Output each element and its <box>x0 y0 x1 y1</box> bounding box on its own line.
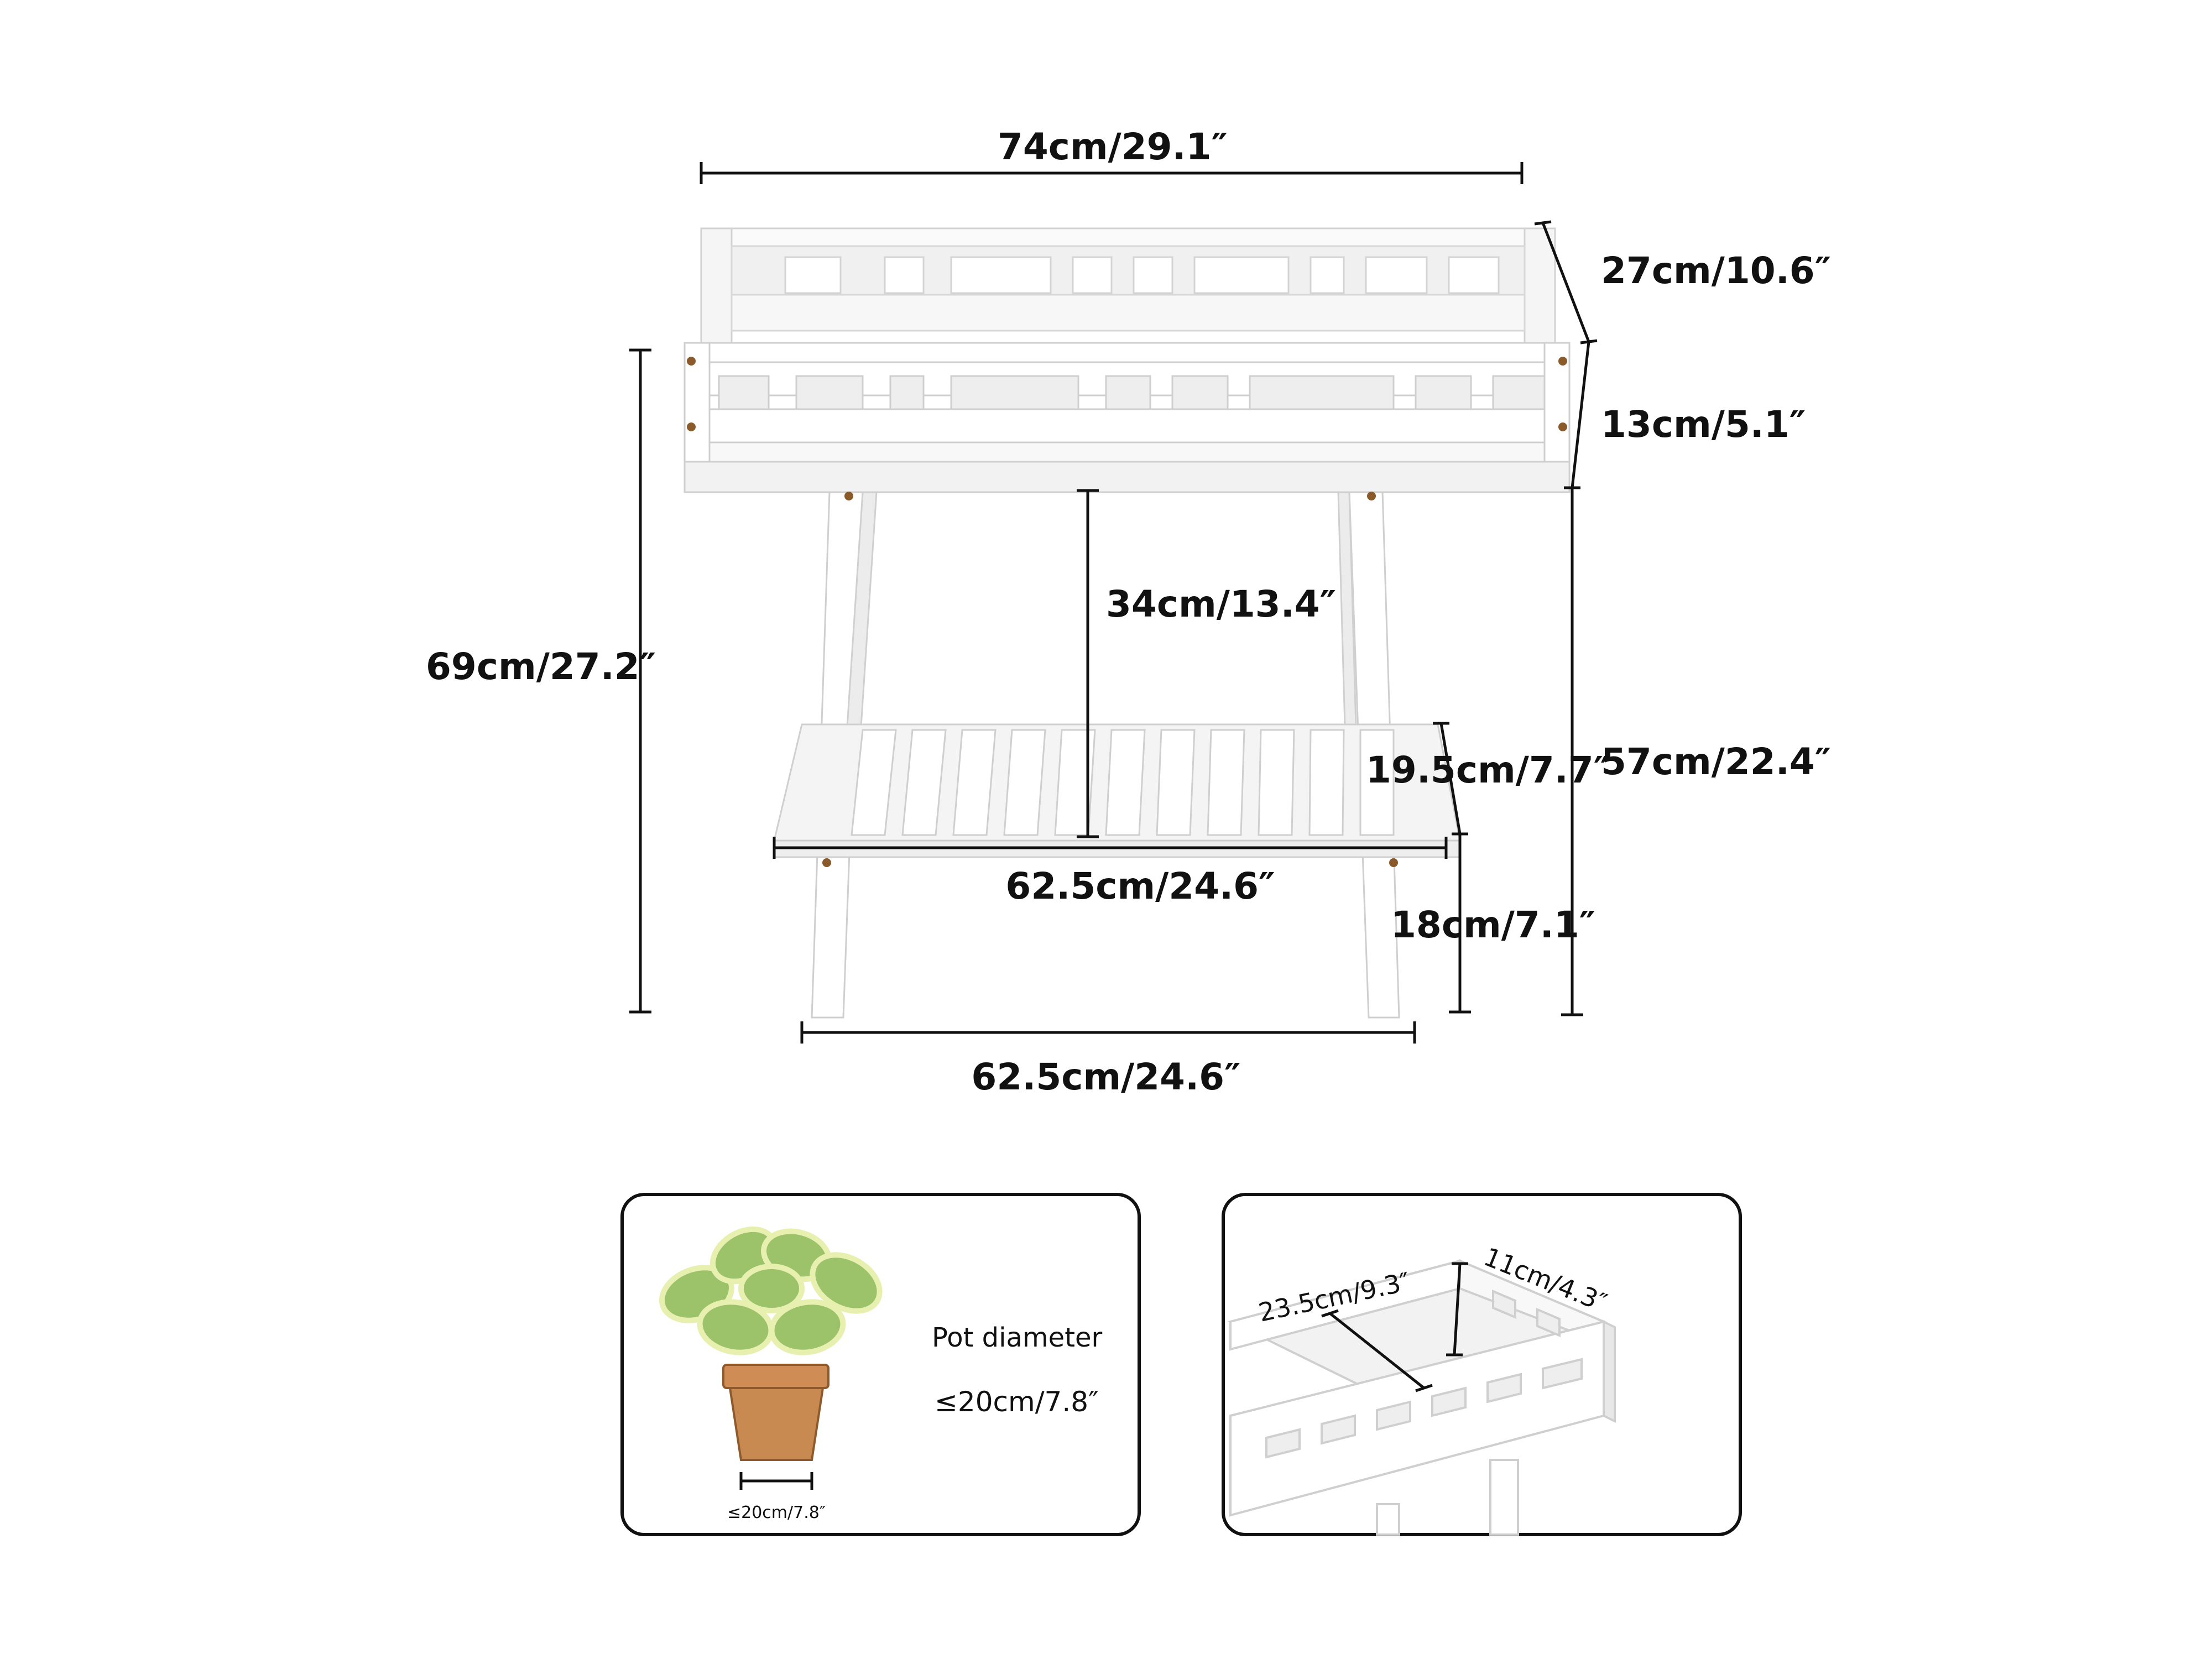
inner-box-panel: 23.5cm/9.3″ 11cm/4.3″ <box>1222 1193 1742 1536</box>
planter-box <box>684 227 1571 493</box>
base-width-label: 62.5cm/24.6″ <box>971 1056 1240 1098</box>
pot-dimension-label: ≤20cm/7.8″ <box>727 1503 826 1522</box>
shelf-height-label: 18cm/7.1″ <box>1391 904 1595 946</box>
dimension-lines <box>629 162 1598 1044</box>
plant-icon <box>659 1226 883 1355</box>
pot-icon <box>722 1364 830 1461</box>
shelf-width-label: 62.5cm/24.6″ <box>1005 865 1275 907</box>
slatted-shelf <box>773 723 1461 858</box>
box-height-label: 13cm/5.1″ <box>1601 403 1806 446</box>
pot-diameter-title: Pot diameter <box>932 1322 1103 1353</box>
top-width-label: 74cm/29.1″ <box>998 126 1228 168</box>
pot-diameter-panel: ≤20cm/7.8″ Pot diameter ≤20cm/7.8″ <box>620 1193 1141 1536</box>
depth-label: 27cm/10.6″ <box>1601 249 1831 292</box>
pot-diameter-value: ≤20cm/7.8″ <box>935 1386 1099 1418</box>
shelf-gap-label: 34cm/13.4″ <box>1106 583 1336 625</box>
leg-height-label: 57cm/22.4″ <box>1601 740 1831 783</box>
total-height-label: 69cm/27.2″ <box>426 645 656 688</box>
shelf-depth-label: 19.5cm/7.7″ <box>1366 749 1610 791</box>
